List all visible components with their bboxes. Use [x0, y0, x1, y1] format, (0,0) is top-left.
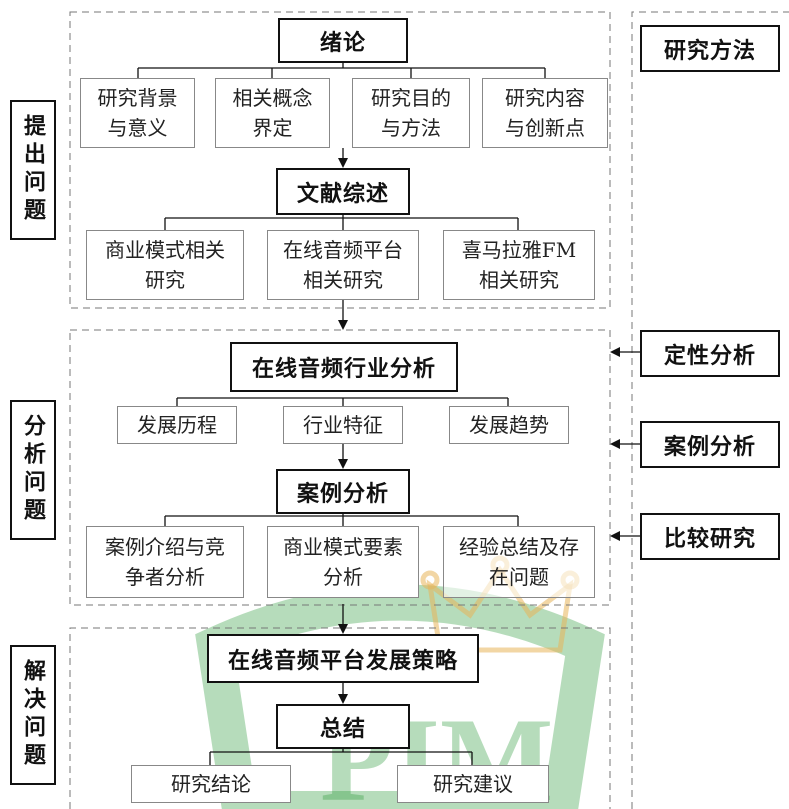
strategy-title: 在线音频平台发展策略: [207, 634, 479, 683]
industry-item-features: 行业特征: [283, 406, 403, 444]
intro-item-background: 研究背景 与意义: [80, 78, 195, 148]
frame-methods: [631, 11, 789, 809]
summary-item-conclusion: 研究结论: [131, 765, 291, 803]
frame-raise: [69, 11, 611, 309]
method-qualitative: 定性分析: [640, 330, 780, 377]
method-case: 案例分析: [640, 421, 780, 468]
industry-title: 在线音频行业分析: [230, 342, 458, 392]
methods-header: 研究方法: [640, 25, 780, 72]
case-title: 案例分析: [276, 469, 410, 514]
industry-item-history: 发展历程: [117, 406, 237, 444]
intro-item-content: 研究内容 与创新点: [482, 78, 608, 148]
summary-title: 总结: [276, 704, 410, 749]
case-item-intro: 案例介绍与竞 争者分析: [86, 526, 244, 598]
method-comparative: 比较研究: [640, 513, 780, 560]
intro-item-purpose: 研究目的 与方法: [352, 78, 470, 148]
case-item-elements: 商业模式要素 分析: [267, 526, 419, 598]
summary-item-suggestion: 研究建议: [397, 765, 549, 803]
review-item-audio-platform: 在线音频平台 相关研究: [267, 230, 419, 300]
section-label-raise: 提出问题: [10, 100, 56, 240]
industry-item-trends: 发展趋势: [449, 406, 569, 444]
review-title: 文献综述: [276, 168, 410, 215]
section-label-solve: 解决问题: [10, 645, 56, 785]
section-label-analyze: 分析问题: [10, 400, 56, 540]
intro-item-concepts: 相关概念 界定: [215, 78, 330, 148]
review-item-business-model: 商业模式相关 研究: [86, 230, 244, 300]
intro-title: 绪论: [278, 18, 408, 63]
frame-analyze: [69, 329, 611, 606]
case-item-experience: 经验总结及存 在问题: [443, 526, 595, 598]
review-item-himalaya: 喜马拉雅FM 相关研究: [443, 230, 595, 300]
